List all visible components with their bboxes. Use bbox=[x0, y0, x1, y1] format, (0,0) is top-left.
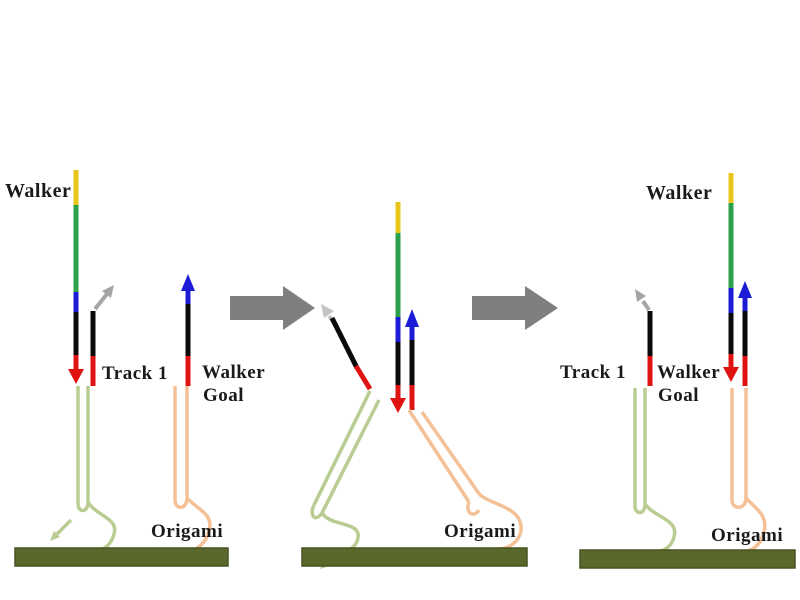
step-arrow-icon bbox=[472, 286, 558, 330]
walker-goal-label-line1: Walker bbox=[202, 362, 265, 383]
origami-bar bbox=[579, 549, 796, 569]
staple-loop bbox=[310, 504, 324, 520]
track-1-strand bbox=[90, 285, 114, 386]
walker-foot-down-arrow-icon bbox=[390, 398, 406, 413]
staple-loop bbox=[173, 497, 189, 509]
staple-line bbox=[320, 399, 381, 514]
walker-strand bbox=[723, 173, 739, 382]
track-1-label: Track 1 bbox=[102, 363, 168, 384]
scaffold-end-arrow-icon bbox=[50, 531, 60, 541]
walker-goal-strand bbox=[405, 309, 419, 410]
released-track-body bbox=[329, 316, 360, 370]
staple-loop bbox=[730, 497, 748, 509]
walker-foot-down-arrow-icon bbox=[723, 367, 739, 382]
walker-goal-strand bbox=[738, 281, 752, 386]
goal-up-arrow-icon bbox=[738, 281, 752, 298]
walker-foot-down-arrow-icon bbox=[68, 369, 84, 384]
origami-label: Origami bbox=[151, 521, 223, 542]
release-arrow-shaft bbox=[641, 299, 651, 312]
track-1-label: Track 1 bbox=[560, 362, 626, 383]
walker-goal-label-line2: Goal bbox=[658, 385, 699, 406]
released-arrow-icon bbox=[321, 304, 334, 318]
walker-label: Walker bbox=[646, 182, 712, 204]
panel-initial-state: Walker Track 1 Walker Goal bbox=[5, 170, 265, 567]
staple-line bbox=[407, 409, 471, 503]
staple-line bbox=[420, 410, 482, 497]
origami-bar bbox=[14, 547, 229, 567]
scaffold-end-shaft bbox=[55, 518, 73, 536]
staple-anchor-curve bbox=[478, 493, 523, 551]
goal-up-arrow-icon bbox=[181, 274, 195, 291]
walker-goal-label-line1: Walker bbox=[657, 362, 720, 383]
walker-strand bbox=[390, 202, 406, 413]
staple-anchor-curve bbox=[643, 502, 677, 554]
green-staple-hairpin bbox=[310, 390, 381, 569]
walker-goal-strand bbox=[181, 274, 195, 386]
staple-anchor-curve bbox=[86, 500, 117, 553]
staple-loop bbox=[466, 501, 481, 516]
orange-staple-hairpin bbox=[407, 409, 523, 551]
origami-bar bbox=[301, 547, 528, 567]
released-track-toehold bbox=[353, 364, 373, 391]
staple-line bbox=[312, 390, 372, 506]
released-track-strand bbox=[321, 304, 373, 391]
panel-final-state: Walker Track 1 Walker Goal bbox=[560, 173, 796, 569]
walker-goal-label-line2: Goal bbox=[203, 385, 244, 406]
walker-strand bbox=[68, 170, 84, 384]
walker-label: Walker bbox=[5, 180, 71, 202]
staple-anchor-curve bbox=[320, 511, 360, 554]
panel-intermediate-state: Origami bbox=[301, 202, 528, 569]
green-staple-hairpin bbox=[633, 388, 677, 554]
release-arrow-icon bbox=[102, 285, 114, 298]
origami-label: Origami bbox=[444, 521, 516, 542]
green-staple-hairpin bbox=[50, 386, 117, 553]
track-1-strand bbox=[635, 289, 653, 386]
origami-label: Origami bbox=[711, 525, 783, 546]
goal-up-arrow-icon bbox=[405, 309, 419, 327]
release-arrow-icon bbox=[635, 289, 646, 302]
release-arrow-shaft bbox=[93, 292, 109, 311]
step-arrow-icon bbox=[230, 286, 315, 330]
